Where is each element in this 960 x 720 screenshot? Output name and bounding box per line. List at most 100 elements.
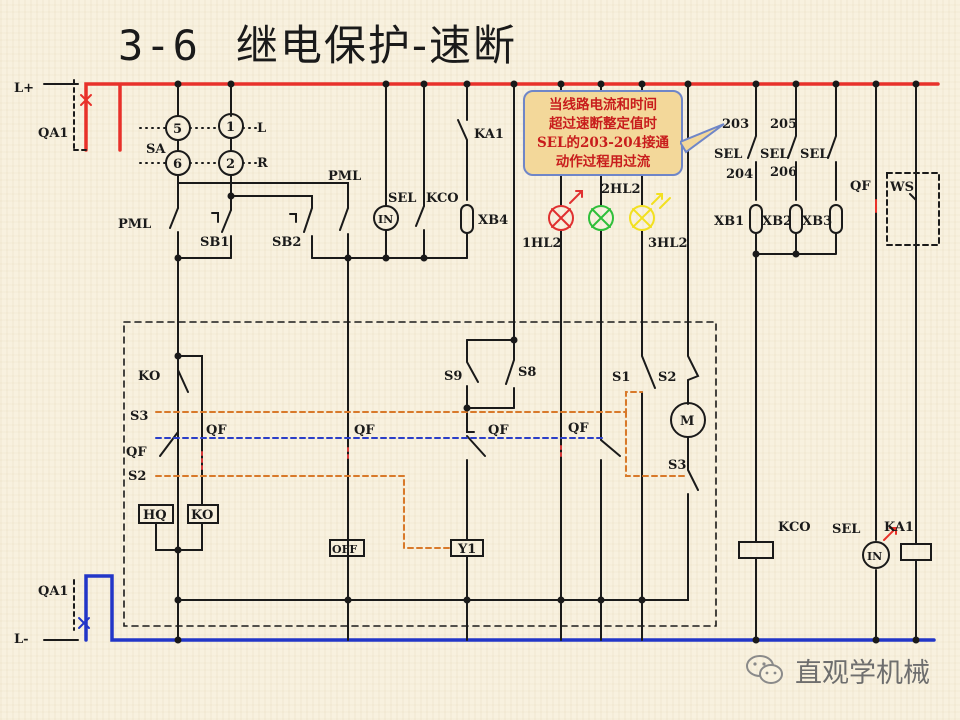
watermark: 直观学机械 (745, 650, 930, 690)
label-sel-a: SEL (388, 191, 416, 206)
label-s3-left: S3 (130, 409, 148, 424)
lamp-red-cross (551, 208, 571, 228)
label-sw2: 2 (226, 157, 235, 172)
negative-bus (84, 574, 936, 642)
lamp-red-arrow (569, 190, 583, 204)
label-sa: SA (146, 142, 166, 157)
label-qf-left1: QF (206, 423, 227, 438)
ws-box (886, 172, 940, 246)
sel-206-contact (787, 83, 797, 201)
wire-motor (687, 83, 700, 405)
s8-contact (505, 339, 515, 409)
label-sel-204: SEL (714, 147, 742, 162)
positive-bus (84, 82, 940, 152)
label-r: R (257, 156, 268, 171)
label-sel-3: SEL (800, 147, 828, 162)
lamp-yellow-cross (632, 208, 652, 228)
trip-branch (373, 83, 474, 259)
dashed-boundary (123, 321, 717, 627)
lamp-yellow-arrow (651, 193, 671, 209)
dashed-link-red (201, 445, 562, 471)
label-motor: M (680, 414, 694, 429)
off-box (329, 539, 365, 557)
label-sw1: 1 (226, 120, 235, 135)
label-sb2: SB2 (272, 235, 301, 250)
label-ka1-top: KA1 (474, 127, 504, 142)
label-ws: WS (889, 180, 914, 195)
label-qf-mid3: QF (568, 421, 589, 436)
callout-note: 当线路电流和时间 超过速断整定值时 SEL的203-204接通 动作过程用过流 (523, 90, 683, 176)
label-hl2: 2HL2 (601, 182, 641, 197)
ka1-column (466, 83, 515, 641)
qa1-top-dash (73, 79, 87, 151)
watermark-text: 直观学机械 (795, 657, 930, 689)
label-qa1-bottom: QA1 (38, 584, 68, 599)
label-in-bottom: IN (867, 550, 882, 563)
wechat-icon (746, 655, 783, 684)
label-qf-mid: QF (354, 423, 375, 438)
negative-bus-group (43, 574, 936, 642)
qa1-bottom-mark (78, 617, 90, 629)
label-xb4: XB4 (478, 213, 508, 228)
label-pml-top: PML (328, 169, 361, 184)
in-bottom-relay (862, 541, 890, 569)
right-branches (738, 83, 940, 641)
sel-3-contact (827, 83, 837, 201)
label-s9: S9 (444, 369, 462, 384)
label-hl1: 1HL2 (522, 236, 562, 251)
lamp-red (548, 205, 574, 231)
label-pml-left: PML (118, 217, 151, 232)
in-bottom-arrow (883, 527, 897, 541)
s9-contact (466, 339, 479, 409)
label-xb2: XB2 (762, 214, 792, 229)
label-sel-206: SEL (760, 147, 788, 162)
xb4-link (460, 204, 474, 234)
section-title: 继电保护-速断 (235, 21, 518, 70)
label-s2-right: S2 (658, 370, 676, 385)
callout-line: 超过速断整定值时 (549, 116, 657, 132)
label-l: L (257, 121, 266, 136)
label-l-plus: L+ (14, 81, 34, 96)
label-sb1: SB1 (200, 235, 229, 250)
xb1-link (749, 204, 763, 234)
ko-hq-block (138, 355, 484, 557)
label-l-minus: L- (14, 632, 29, 647)
qa1-top-mark (80, 94, 92, 106)
label-qa1-top: QA1 (38, 126, 68, 141)
pml-left-contact (169, 207, 179, 259)
ko-contact (177, 355, 189, 433)
kco-contact (415, 205, 425, 259)
label-xb3: XB3 (802, 214, 832, 229)
label-kco-a: KCO (426, 191, 459, 206)
lamp-green-cross (591, 208, 611, 228)
sb1-contact (211, 209, 232, 259)
sa-selector-switch (139, 83, 257, 176)
motor-s3-contact (177, 436, 699, 601)
label-off: OFF (332, 543, 357, 556)
qf-mid3-contact (600, 409, 621, 641)
label-ka1-bottom: KA1 (884, 520, 914, 535)
label-ko: KO (138, 369, 160, 384)
ka1-coil (900, 543, 932, 561)
label-sw5: 5 (173, 122, 182, 137)
label-s2-left: S2 (128, 469, 146, 484)
label-ko-box: KO (191, 508, 213, 523)
label-xb1: XB1 (714, 214, 744, 229)
callout-pointer (680, 123, 725, 154)
label-hq: HQ (143, 508, 167, 523)
sb2-contact (289, 207, 313, 259)
label-204: 204 (726, 167, 753, 182)
positive-bus-group (43, 79, 940, 152)
label-qf-left2: QF (126, 445, 147, 460)
label-s3-right: S3 (668, 458, 686, 473)
label-qf-mid2: QF (488, 423, 509, 438)
label-s1: S1 (612, 370, 630, 385)
lamp-green (588, 205, 614, 231)
label-sw6: 6 (173, 157, 182, 172)
pml-top-contact (339, 207, 349, 259)
label-y1: Y1 (457, 542, 476, 557)
